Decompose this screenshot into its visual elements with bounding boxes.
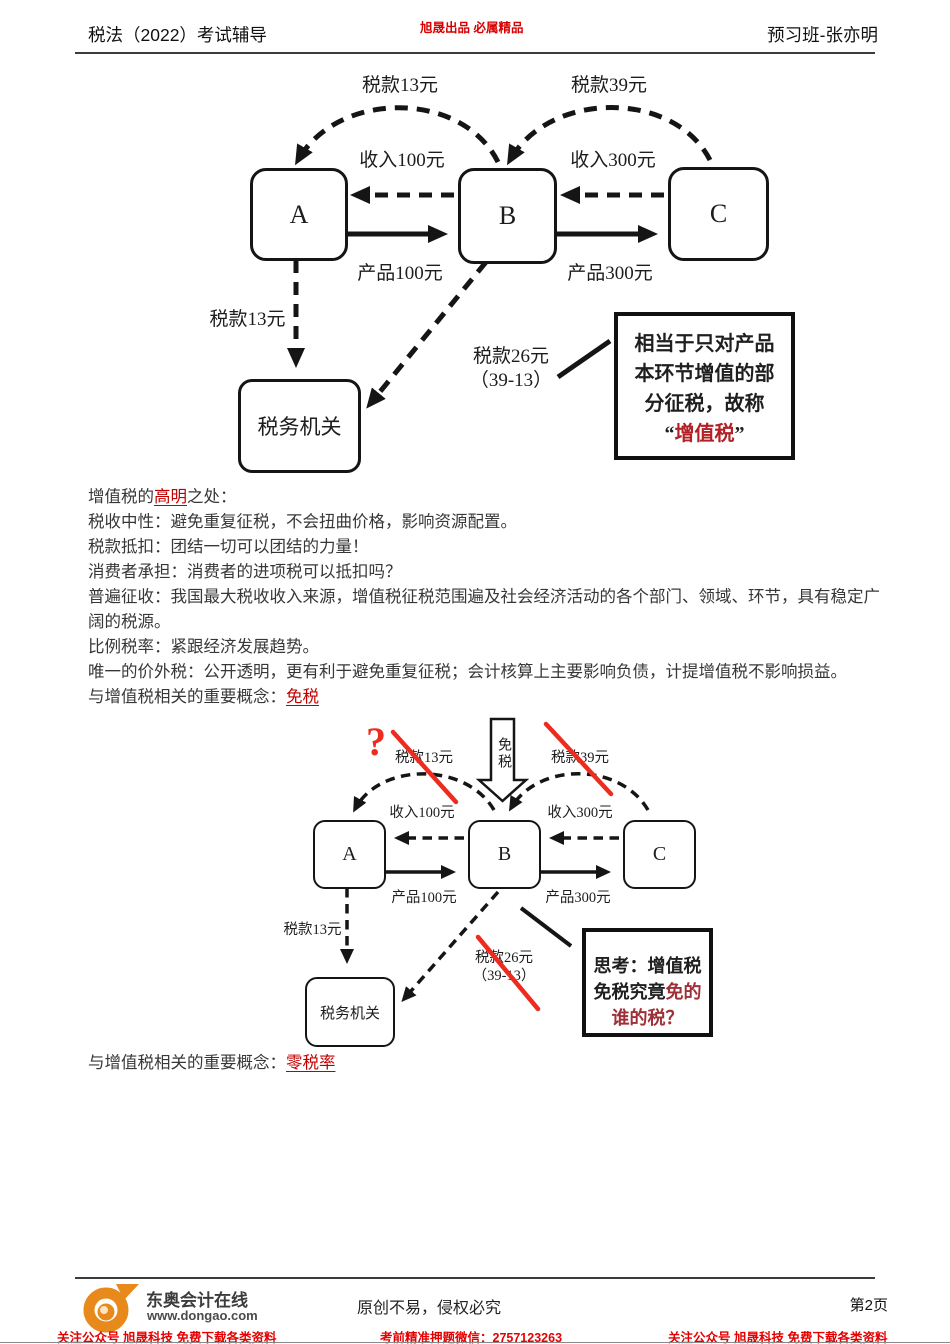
footer-brand-name: 东奥会计在线 (146, 1291, 248, 1310)
d1-note-line1: 相当于只对产品 (634, 333, 775, 355)
d2-think-line2: 免税究竟免的 (593, 982, 702, 1002)
header-course-title: 税法（2022）考试辅导 (88, 25, 267, 45)
d1-tax26-label: 税款26元 （39-13） (455, 345, 567, 393)
dongao-logo-icon (83, 1284, 139, 1333)
footer-promo-center: 考前精准押题微信：2757123263 (380, 1331, 563, 1344)
d1-income-right-label: 收入300元 (570, 150, 656, 171)
body-line-1: 税收中性：避免重复征税，不会扭曲价格，影响资源配置。 (88, 512, 517, 531)
d2-tax26-label: 税款26元 （39-13） (458, 949, 550, 985)
d2-question-mark: ? (366, 719, 386, 764)
d2-exempt-label: 免税 (496, 737, 511, 771)
body-line-3: 消费者承担：消费者的进项税可以抵扣吗？ (88, 562, 402, 581)
d1-income-left-label: 收入100元 (359, 150, 445, 171)
d2-tax-authority-label: 税务机关 (319, 1005, 380, 1022)
footer-divider (75, 1277, 875, 1279)
d2-node-a-label: A (342, 843, 357, 865)
footer-brand-url: www.dongao.com (147, 1308, 258, 1323)
d2-node-b: B (468, 820, 541, 889)
d2-node-c: C (623, 820, 696, 889)
d1-note-line4: “增值税” (664, 423, 745, 445)
d1-tax-top-left-label: 税款13元 (361, 75, 438, 96)
footer-promo-left: 关注公众号 旭晟科技 免费下载各类资料 (57, 1331, 277, 1344)
highlight-mianshui: 免税 (286, 687, 319, 706)
highlight-lingshuilv: 零税率 (286, 1053, 336, 1072)
body-line-6: 唯一的价外税：公开透明，更有利于避免重复征税；会计核算上主要影响负债，计提增值税… (88, 662, 847, 681)
body-line-2: 税款抵扣：团结一切可以团结的力量！ (88, 537, 369, 556)
concept-line-free: 与增值税相关的重要概念：免税 (88, 687, 319, 706)
d2-tax-top-right-label: 税款39元 (551, 750, 609, 766)
d1-tax26-line2: （39-13） (469, 370, 553, 391)
d2-node-b-label: B (497, 843, 512, 865)
d1-note-line2: 本环节增值的部 (634, 363, 775, 385)
footer-promo-right: 关注公众号 旭晟科技 免费下载各类资料 (668, 1331, 888, 1344)
d2-tax-top-left-label: 税款13元 (395, 750, 453, 766)
d1-product-left-label: 产品100元 (357, 263, 443, 284)
d1-product-right-label: 产品300元 (567, 263, 653, 284)
d2-income-right-label: 收入300元 (547, 805, 613, 821)
d2-tax-authority-box: 税务机关 (305, 977, 395, 1047)
d1-node-b: B (458, 168, 557, 264)
d1-note-line3: 分征税，故称 (644, 393, 765, 415)
body-line-5: 比例税率：紧跟经济发展趋势。 (88, 637, 319, 656)
d1-tax-to-authority-label: 税款13元 (209, 309, 286, 330)
footer-page-number: 第2页 (849, 1297, 888, 1314)
d1-tax-authority-box: 税务机关 (238, 379, 361, 473)
d2-node-c-label: C (652, 843, 667, 865)
header-divider (75, 52, 875, 54)
d2-think-line1: 思考：增值税 (593, 956, 702, 976)
d2-product-left-label: 产品100元 (391, 890, 457, 906)
d2-tax26-line1: 税款26元 (475, 950, 533, 966)
d2-tax26-line2: （39-13） (472, 968, 536, 984)
d2-think-line3: 谁的税？ (611, 1008, 684, 1028)
d1-node-a-label: A (289, 199, 309, 229)
d1-node-a: A (250, 168, 348, 261)
concept-line-zero: 与增值税相关的重要概念：零税率 (88, 1053, 336, 1072)
d1-node-b-label: B (498, 201, 517, 230)
d2-think-box: 思考：增值税 免税究竟免的 谁的税？ (582, 928, 713, 1037)
footer-bottom-hairline (0, 1342, 950, 1343)
d1-note-box: 相当于只对产品 本环节增值的部 分征税，故称 “增值税” (614, 312, 795, 460)
d2-think-line2-red: 免的 (665, 982, 702, 1002)
d2-tax-to-authority-label: 税款13元 (283, 922, 342, 938)
d2-node-a: A (313, 820, 386, 889)
d1-note-highlight: 增值税 (674, 423, 735, 445)
footer-copyright: 原创不易，侵权必究 (357, 1300, 502, 1317)
header-watermark: 旭晟出品 必属精品 (420, 21, 524, 35)
body-intro-line: 增值税的高明之处： (88, 487, 237, 506)
d1-node-c: C (668, 167, 769, 261)
d2-red-strike-left (390, 729, 459, 805)
header-class-name: 预习班-张亦明 (767, 25, 878, 45)
d1-tax26-line1: 税款26元 (472, 346, 549, 367)
d2-income-left-label: 收入100元 (389, 805, 455, 821)
body-line-4: 普遍征收：我国最大税收收入来源，增值税征税范围遍及社会经济活动的各个部门、领域、… (88, 587, 880, 631)
d2-think-pointer-line (519, 906, 573, 948)
highlight-gaoming: 高明 (154, 487, 187, 506)
d1-tax-authority-label: 税务机关 (257, 415, 342, 439)
d1-tax-top-right-label: 税款39元 (570, 75, 647, 96)
d1-node-c-label: C (709, 199, 728, 228)
d2-product-right-label: 产品300元 (545, 890, 611, 906)
